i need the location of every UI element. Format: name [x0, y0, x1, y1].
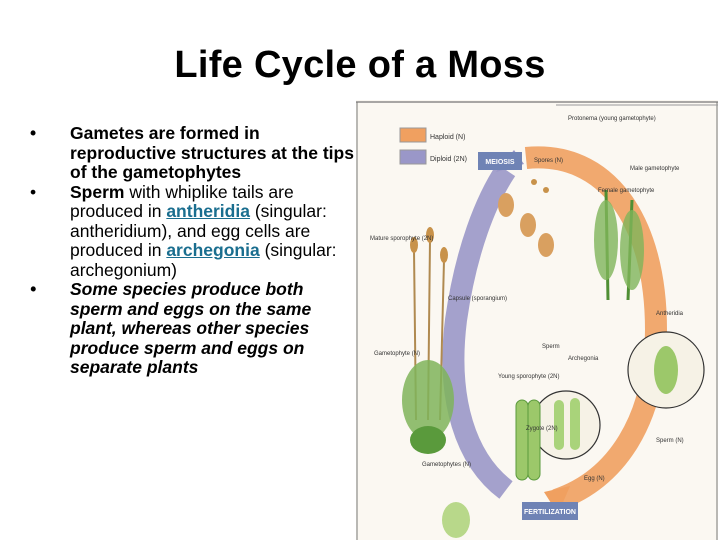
label-egg: Egg (N)	[584, 476, 605, 482]
label-archegonia: Archegonia	[568, 356, 599, 362]
label-mature-sporophyte: Mature sporophyte (2N)	[370, 236, 433, 242]
meiosis-label: MEIOSIS	[485, 159, 515, 166]
bullet-item: Gametes are formed in reproductive struc…	[30, 123, 360, 183]
label-sperm-left: Sperm	[542, 344, 560, 350]
legend-diploid: Diploid (2N)	[430, 156, 467, 163]
label-sperm-right: Sperm (N)	[656, 438, 684, 444]
bullet-lead: Sperm	[70, 181, 125, 202]
legend-haploid: Haploid (N)	[430, 134, 465, 141]
diploid-arrow	[442, 163, 516, 499]
moss-life-cycle-diagram: Haploid (N) Diploid (2N) MEIOSIS FERTILI…	[356, 100, 718, 540]
label-zygote: Zygote (2N)	[526, 426, 558, 432]
bullet-text: Gametes are formed in reproductive struc…	[70, 123, 354, 182]
gametophyte-plants	[594, 189, 705, 409]
bullet-text: with whiplike tails are produced in	[70, 181, 294, 221]
mature-moss-plant	[402, 227, 454, 454]
moss-life-cycle-image: Haploid (N) Diploid (2N) MEIOSIS FERTILI…	[356, 100, 718, 540]
label-gametophytes-bottom: Gametophytes (N)	[422, 462, 471, 468]
bullet-list: Gametes are formed in reproductive struc…	[30, 123, 360, 378]
archegonia-link[interactable]: archegonia	[166, 240, 260, 260]
slide-title: Life Cycle of a Moss	[174, 44, 546, 86]
label-capsule: Capsule (sporangium)	[448, 296, 507, 302]
bullet-item: Sperm with whiplike tails are produced i…	[30, 181, 360, 281]
label-protonema: Protonema (young gametophyte)	[568, 116, 656, 122]
label-antheridia: Antheridia	[656, 311, 684, 317]
bullet-text: Some species produce both sperm and eggs…	[70, 279, 312, 377]
antheridia-link[interactable]: antheridia	[166, 201, 250, 221]
label-spores: Spores (N)	[534, 158, 563, 164]
spore-capsules	[498, 179, 554, 257]
bullet-text: (singular: archegonium)	[70, 240, 337, 280]
diploid-swatch	[399, 149, 427, 165]
fertilization-box	[522, 502, 578, 520]
archegonia-detail	[442, 390, 601, 538]
label-gametophyte-left: Gametophyte (N)	[374, 351, 420, 357]
bullet-item: Some species produce both sperm and eggs…	[30, 279, 360, 378]
label-female-gametophyte: Female gametophyte	[598, 188, 655, 194]
haploid-swatch	[399, 127, 427, 143]
bullet-text: (singular: antheridium), and egg cells a…	[70, 201, 327, 260]
fertilization-label: FERTILIZATION	[524, 509, 576, 516]
meiosis-box	[478, 152, 522, 170]
haploid-arrow	[524, 146, 668, 511]
label-young-sporophyte: Young sporophyte (2N)	[498, 374, 560, 380]
label-male-gametophyte: Male gametophyte	[630, 166, 680, 172]
